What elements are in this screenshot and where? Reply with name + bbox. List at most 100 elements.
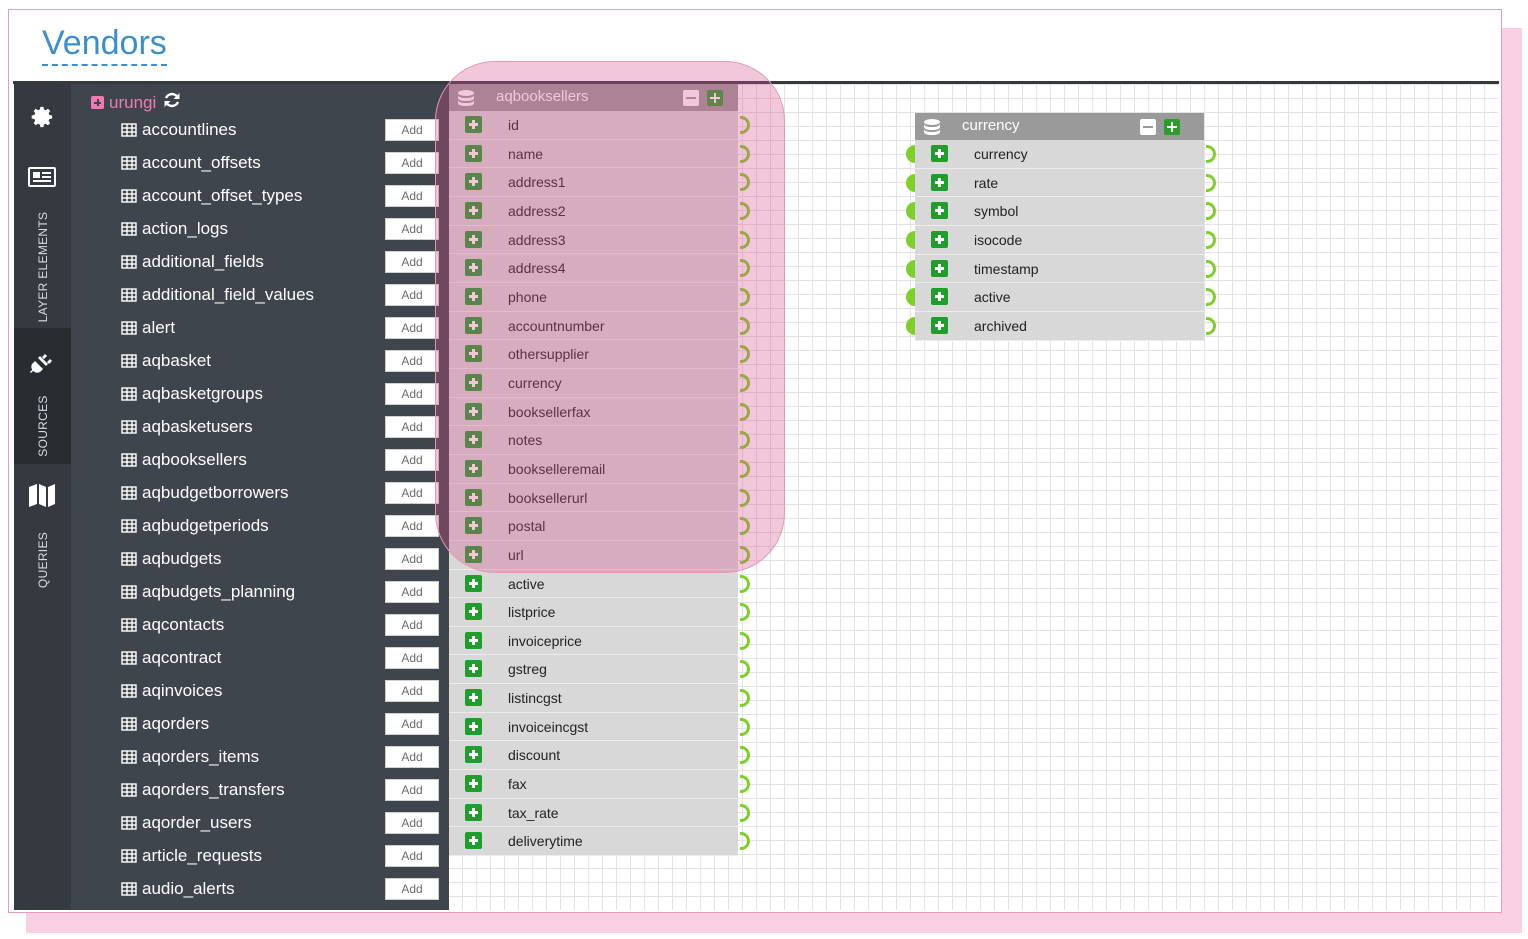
add-table-button[interactable]: Add bbox=[385, 878, 439, 900]
add-field-icon[interactable] bbox=[465, 373, 482, 391]
add-field-icon[interactable] bbox=[465, 144, 482, 162]
field-port-out[interactable] bbox=[1206, 173, 1216, 192]
add-field-icon[interactable] bbox=[465, 345, 482, 363]
add-field-icon[interactable] bbox=[465, 116, 482, 133]
entity-field-row[interactable]: archived bbox=[906, 312, 1216, 341]
source-table-item[interactable]: aqinvoices Add bbox=[71, 675, 449, 708]
source-table-name[interactable]: aqbudgetperiods bbox=[121, 516, 269, 536]
gear-icon[interactable] bbox=[26, 104, 58, 136]
field-port-out[interactable] bbox=[740, 775, 750, 794]
field-port-out[interactable] bbox=[740, 431, 750, 450]
plus-square-icon[interactable] bbox=[91, 96, 104, 109]
field-port-out[interactable] bbox=[1206, 288, 1216, 307]
field-port-in[interactable] bbox=[906, 202, 915, 221]
page-title[interactable]: Vendors bbox=[42, 24, 167, 66]
field-port-out[interactable] bbox=[740, 717, 750, 736]
add-field-icon[interactable] bbox=[931, 173, 948, 191]
source-table-name[interactable]: aqbasket bbox=[121, 351, 211, 371]
entity-field-row[interactable]: address3 bbox=[449, 226, 750, 255]
field-port-out[interactable] bbox=[740, 631, 750, 650]
add-field-icon[interactable] bbox=[465, 201, 482, 219]
add-table-button[interactable]: Add bbox=[385, 416, 439, 438]
add-field-icon[interactable] bbox=[465, 431, 482, 449]
field-port-out[interactable] bbox=[1206, 145, 1216, 163]
add-field-icon[interactable] bbox=[931, 288, 948, 306]
field-port-out[interactable] bbox=[1206, 230, 1216, 249]
source-table-name[interactable]: alert bbox=[121, 318, 175, 338]
add-field-icon[interactable] bbox=[465, 574, 482, 592]
entity-field-row[interactable]: active bbox=[906, 283, 1216, 312]
add-field-icon[interactable] bbox=[465, 832, 482, 850]
source-table-name[interactable]: aqbasketgroups bbox=[121, 384, 263, 404]
field-port-out[interactable] bbox=[740, 316, 750, 335]
entity-field-row[interactable]: gstreg bbox=[449, 655, 750, 685]
add-field-icon[interactable] bbox=[465, 631, 482, 649]
add-field-icon[interactable] bbox=[465, 717, 482, 735]
entity-field-row[interactable]: url bbox=[449, 541, 750, 570]
source-table-name[interactable]: audio_alerts bbox=[121, 879, 235, 899]
source-table-name[interactable]: aqinvoices bbox=[121, 681, 222, 701]
add-table-button[interactable]: Add bbox=[385, 482, 439, 504]
add-table-button[interactable]: Add bbox=[385, 317, 439, 339]
add-field-icon[interactable] bbox=[465, 230, 482, 248]
field-port-out[interactable] bbox=[740, 402, 750, 421]
source-table-name[interactable]: additional_field_values bbox=[121, 285, 314, 305]
source-table-item[interactable]: audio_alerts Add bbox=[71, 873, 449, 906]
field-port-out[interactable] bbox=[740, 144, 750, 163]
add-table-button[interactable]: Add bbox=[385, 581, 439, 603]
source-table-name[interactable]: account_offset_types bbox=[121, 186, 302, 206]
plug-icon[interactable] bbox=[26, 348, 58, 380]
add-table-button[interactable]: Add bbox=[385, 350, 439, 372]
entity-field-row[interactable]: address2 bbox=[449, 197, 750, 226]
entity-field-row[interactable]: fax bbox=[449, 770, 750, 799]
add-field-icon[interactable] bbox=[465, 660, 482, 678]
source-table-item[interactable]: aqbasketusers Add bbox=[71, 411, 449, 444]
add-all-fields-button[interactable] bbox=[707, 90, 723, 106]
source-table-name[interactable]: account_offsets bbox=[121, 153, 261, 173]
add-field-icon[interactable] bbox=[465, 173, 482, 191]
source-table-name[interactable]: aqorders_transfers bbox=[121, 780, 285, 800]
add-all-fields-button[interactable] bbox=[1164, 119, 1180, 135]
source-table-name[interactable]: aqbasketusers bbox=[121, 417, 253, 437]
sidebar-tab-layer-elements[interactable]: LAYER ELEMENTS bbox=[14, 84, 71, 328]
source-table-name[interactable]: article_requests bbox=[121, 846, 262, 866]
add-table-button[interactable]: Add bbox=[385, 548, 439, 570]
entity-field-row[interactable]: discount bbox=[449, 741, 750, 771]
add-field-icon[interactable] bbox=[465, 402, 482, 420]
entity-field-row[interactable]: invoiceprice bbox=[449, 627, 750, 656]
entity-header[interactable]: aqbooksellers bbox=[449, 84, 738, 111]
source-table-name[interactable]: aqorders_items bbox=[121, 747, 259, 767]
connection-name[interactable]: urungi bbox=[109, 92, 157, 112]
entity-field-row[interactable]: accountnumber bbox=[449, 312, 750, 341]
source-table-name[interactable]: aqbudgets bbox=[121, 549, 221, 569]
add-table-button[interactable]: Add bbox=[385, 152, 439, 174]
entity-field-row[interactable]: tax_rate bbox=[449, 799, 750, 828]
add-table-button[interactable]: Add bbox=[385, 218, 439, 240]
add-table-button[interactable]: Add bbox=[385, 680, 439, 702]
add-field-icon[interactable] bbox=[465, 316, 482, 334]
entity-field-row[interactable]: isocode bbox=[906, 226, 1216, 255]
entity-field-row[interactable]: bookselleremail bbox=[449, 455, 750, 484]
field-port-in[interactable] bbox=[906, 145, 915, 163]
source-table-name[interactable]: additional_fields bbox=[121, 252, 264, 272]
source-table-name[interactable]: aqorders bbox=[121, 714, 209, 734]
field-port-in[interactable] bbox=[906, 173, 915, 192]
field-port-in[interactable] bbox=[906, 259, 915, 278]
add-table-button[interactable]: Add bbox=[385, 746, 439, 768]
add-table-button[interactable]: Add bbox=[385, 119, 439, 141]
add-field-icon[interactable] bbox=[465, 689, 482, 707]
entity-field-row[interactable]: listprice bbox=[449, 598, 750, 627]
field-port-out[interactable] bbox=[740, 116, 750, 134]
entity-field-row[interactable]: postal bbox=[449, 512, 750, 541]
entity-field-row[interactable]: id bbox=[449, 111, 750, 140]
